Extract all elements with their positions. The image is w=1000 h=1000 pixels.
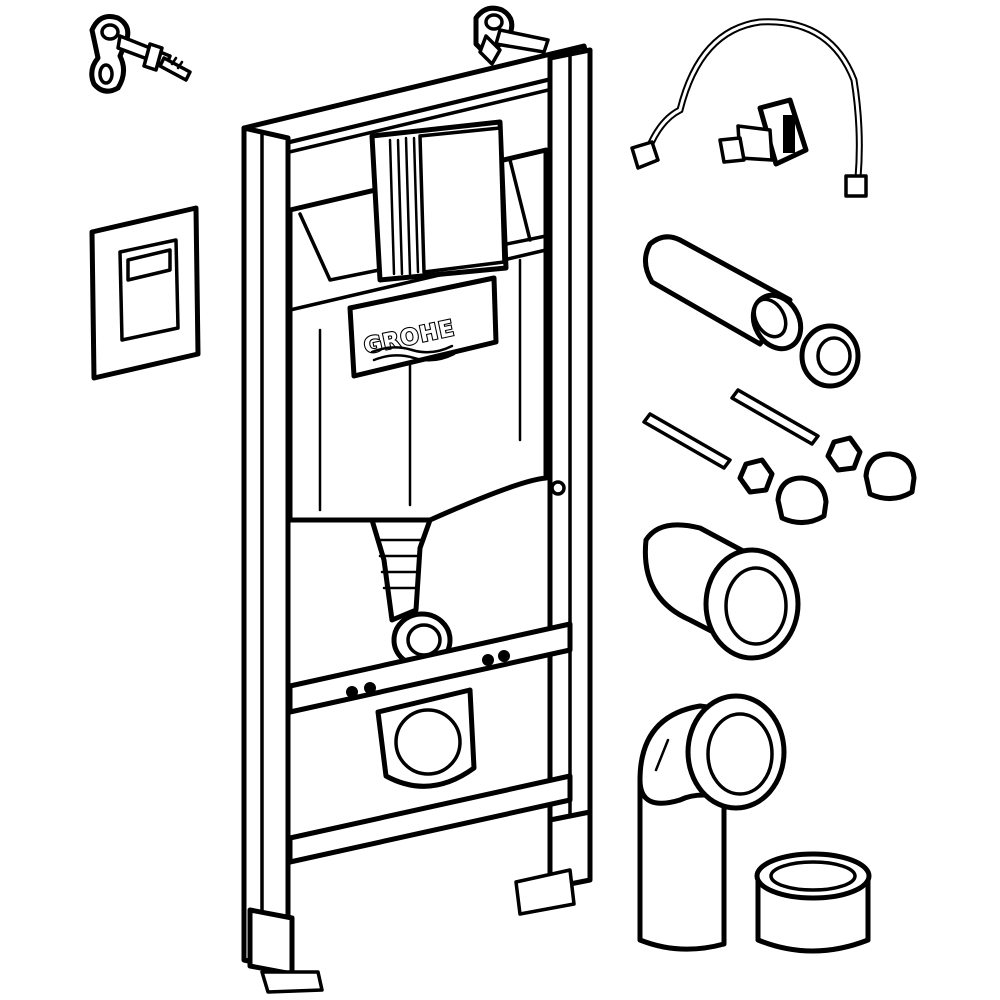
installation-frame-icon: GROHE <box>241 43 593 994</box>
bend-connector-icon <box>637 693 787 952</box>
hex-nut-icon <box>737 435 863 495</box>
angle-valve-icon <box>718 97 809 167</box>
water-supply-hose-icon <box>630 18 868 198</box>
flush-pipe-icon <box>643 234 804 352</box>
threaded-rod-icon <box>642 388 820 470</box>
straight-connector-icon <box>642 522 801 661</box>
cap-nut-icon <box>775 451 917 525</box>
end-cap-icon <box>754 851 872 954</box>
flush-plate-icon <box>89 205 201 381</box>
wall-bracket-left-icon <box>89 14 192 94</box>
wall-bracket-right-icon <box>473 5 550 66</box>
pipe-seal-ring-icon <box>799 323 861 389</box>
